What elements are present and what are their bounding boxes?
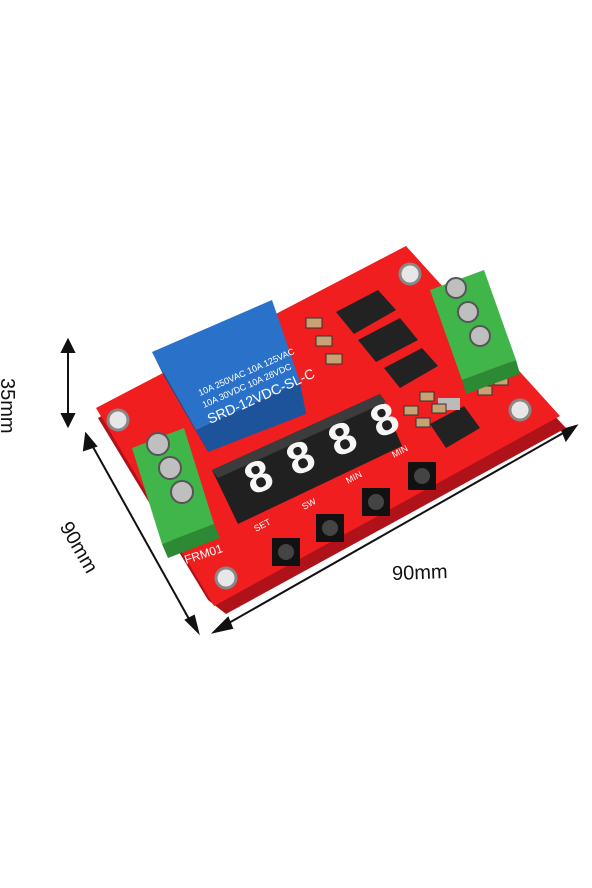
seven-segment-display	[212, 394, 402, 524]
mounting-hole	[398, 262, 422, 286]
button-min-1	[362, 488, 390, 516]
dimension-depth-arrow	[82, 431, 200, 636]
button-set	[272, 538, 300, 566]
mounting-hole	[508, 398, 532, 422]
button-sw	[316, 514, 344, 542]
mounting-holes	[106, 262, 532, 590]
voltage-regulator	[430, 406, 480, 448]
dimension-width-label: 90mm	[391, 561, 448, 585]
relay	[152, 300, 306, 452]
terminal-block-right	[430, 270, 520, 394]
mounting-hole	[106, 408, 130, 432]
push-buttons	[272, 462, 436, 566]
button-min-2	[408, 462, 436, 490]
ic-chips	[336, 290, 480, 448]
terminal-block-left	[132, 428, 220, 558]
dimension-height-label: 35mm	[0, 378, 18, 434]
dimension-height-arrow	[60, 337, 76, 429]
dimension-width-arrow	[210, 424, 579, 634]
mounting-hole	[214, 566, 238, 590]
